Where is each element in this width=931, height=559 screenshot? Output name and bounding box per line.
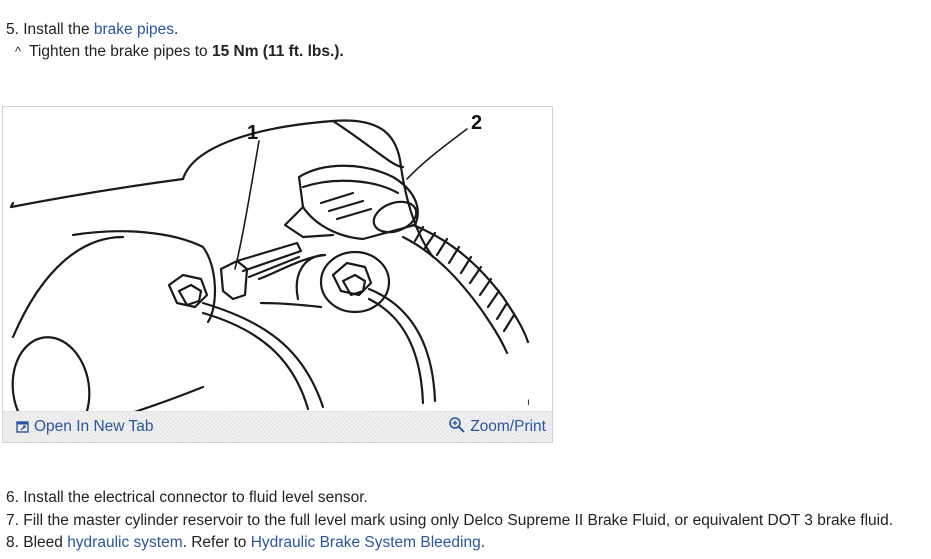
step-8-refer-text: . Refer to [182, 534, 251, 551]
electrical-connector [297, 164, 419, 241]
step-8: 8. Bleed hydraulic system. Refer to Hydr… [6, 533, 485, 553]
zoom-print-button[interactable]: Zoom/Print [448, 416, 546, 435]
right-cylinder-end [319, 250, 391, 314]
step-7: 7. Fill the master cylinder reservoir to… [6, 512, 894, 529]
hydraulic-system-link[interactable]: hydraulic system [67, 534, 183, 551]
left-fitting-nut [167, 273, 209, 309]
right-brake-pipe [367, 287, 437, 403]
callout-2: 2 [471, 112, 482, 134]
brake-sensor-illustration: 1 2 ı [9, 112, 530, 412]
step-5-substep: ^ Tighten the brake pipes to 15 Nm (11 ft… [15, 42, 344, 62]
illustration-figure: 1 2 ı Open In New Tab Zoom/Print [2, 106, 553, 443]
substep-text: Tighten the brake pipes to [29, 43, 212, 60]
open-in-new-tab-label: Open In New Tab [34, 418, 154, 435]
step-6: 6. Install the electrical connector to f… [6, 489, 368, 506]
housing-outline [9, 177, 185, 209]
left-cylinder-end [11, 336, 91, 412]
step-8-text: 8. Bleed [6, 534, 68, 551]
open-in-new-tab-button[interactable]: Open In New Tab [16, 418, 153, 436]
step-8-period: . [480, 534, 486, 551]
step-5: 5. Install the brake pipes. [6, 20, 178, 40]
brake-pipes-link[interactable]: brake pipes [93, 21, 175, 38]
callout-2-leader [406, 128, 468, 180]
caret-icon: ^ [15, 44, 22, 59]
open-new-tab-icon [16, 421, 29, 433]
callout-1: 1 [247, 122, 258, 144]
left-brake-pipe [201, 301, 325, 409]
zoom-print-label: Zoom/Print [470, 418, 546, 435]
right-fitting-nut [331, 261, 373, 297]
step-5-text: 5. Install the [6, 21, 94, 38]
magnifier-icon [449, 417, 465, 433]
step-5-period: . [174, 21, 179, 38]
torque-spec: 15 Nm (11 ft. lbs.). [211, 43, 344, 60]
figure-tick-mark: ı [527, 397, 530, 408]
fluid-level-sensor [219, 259, 249, 301]
callout-1-leader [234, 140, 260, 270]
figure-toolbar: Open In New Tab Zoom/Print [3, 411, 552, 442]
hydraulic-brake-bleeding-link[interactable]: Hydraulic Brake System Bleeding [250, 534, 481, 551]
